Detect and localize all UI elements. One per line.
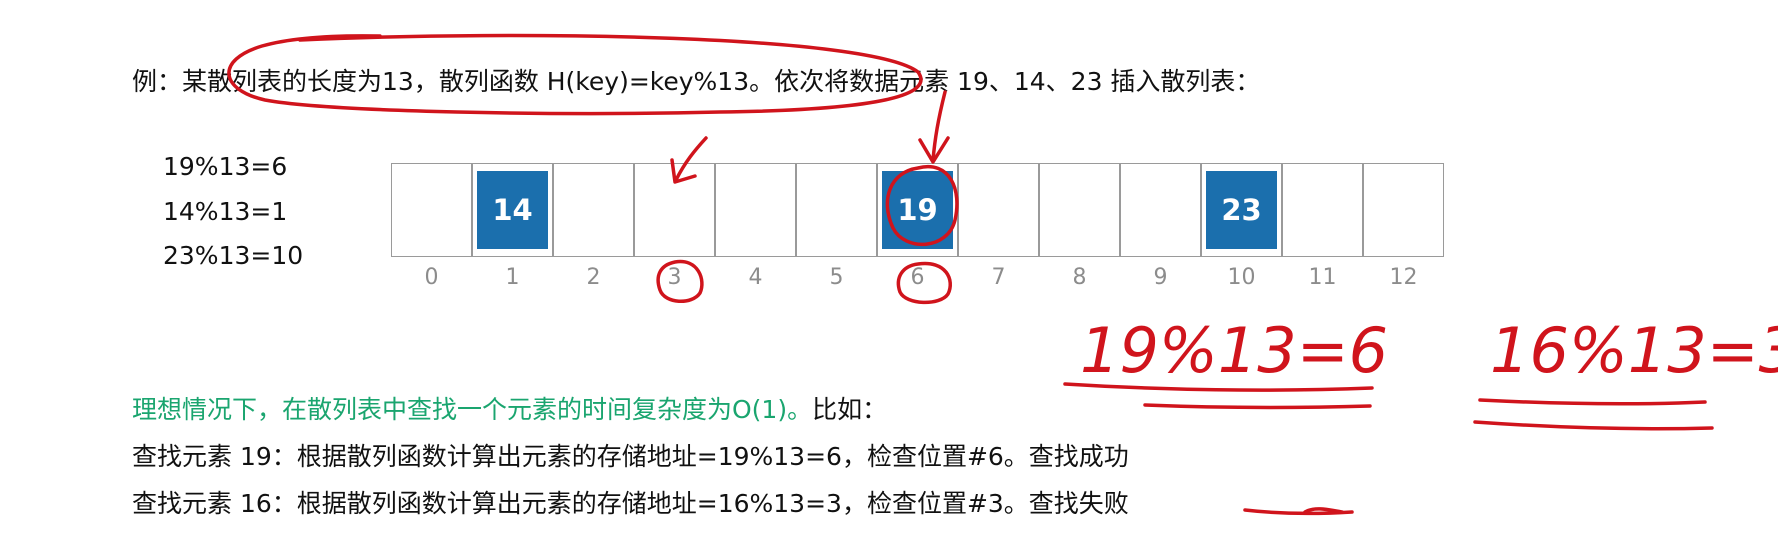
index-4: 4 [748,265,763,290]
table-cell-12 [1363,163,1444,257]
index-10: 10 [1227,265,1256,290]
ideal-text: 理想情况下，在散列表中查找一个元素的时间复杂度为O(1)。 [132,395,813,424]
handwritten-calc-16: 16%13=3 [1490,314,1778,387]
table-cell-7 [958,163,1039,257]
index-12: 12 [1389,265,1418,290]
calc-19: 19%13=6 [163,152,288,181]
underline-calc1 [1063,382,1374,392]
index-3: 3 [667,265,682,290]
ideal-suffix: 比如： [812,395,888,424]
lookup-16-line: 查找元素 16：根据散列函数计算出元素的存储地址=16%13=3，检查位置#3。… [132,489,1129,518]
oval-annotation [227,33,923,116]
circle-19 [885,164,959,247]
table-cell-0 [391,163,472,257]
lookup-19-line: 查找元素 19：根据散列函数计算出元素的存储地址=19%13=6，检查位置#6。… [132,442,1129,471]
key-23: 23 [1206,171,1277,249]
index-0: 0 [424,265,439,290]
table-cell-2 [553,163,634,257]
index-7: 7 [991,265,1006,290]
calc-23: 23%13=10 [163,241,304,270]
table-cell-9 [1120,163,1201,257]
table-cell-5 [796,163,877,257]
key-14: 14 [477,171,548,249]
table-cell-11 [1282,163,1363,257]
ideal-line: 理想情况下，在散列表中查找一个元素的时间复杂度为O(1)。比如： [132,390,887,426]
table-cell-8 [1039,163,1120,257]
calc-14: 14%13=1 [163,197,288,226]
circle-index-6 [896,261,953,305]
index-8: 8 [1072,265,1087,290]
index-9: 9 [1153,265,1168,290]
index-6: 6 [910,265,925,290]
index-2: 2 [586,265,601,290]
example-header: 例：某散列表的长度为13，散列函数 H(key)=key%13。依次将数据元素 … [132,67,1261,96]
handwritten-calc-19: 19%13=6 [1080,314,1388,387]
circle-index-3 [656,259,704,303]
index-1: 1 [505,265,520,290]
index-5: 5 [829,265,844,290]
index-11: 11 [1308,265,1337,290]
table-cell-4 [715,163,796,257]
arrow-to-3 [674,136,708,182]
arrow-to-19 [931,90,947,162]
underline-calc2 [1478,398,1707,406]
